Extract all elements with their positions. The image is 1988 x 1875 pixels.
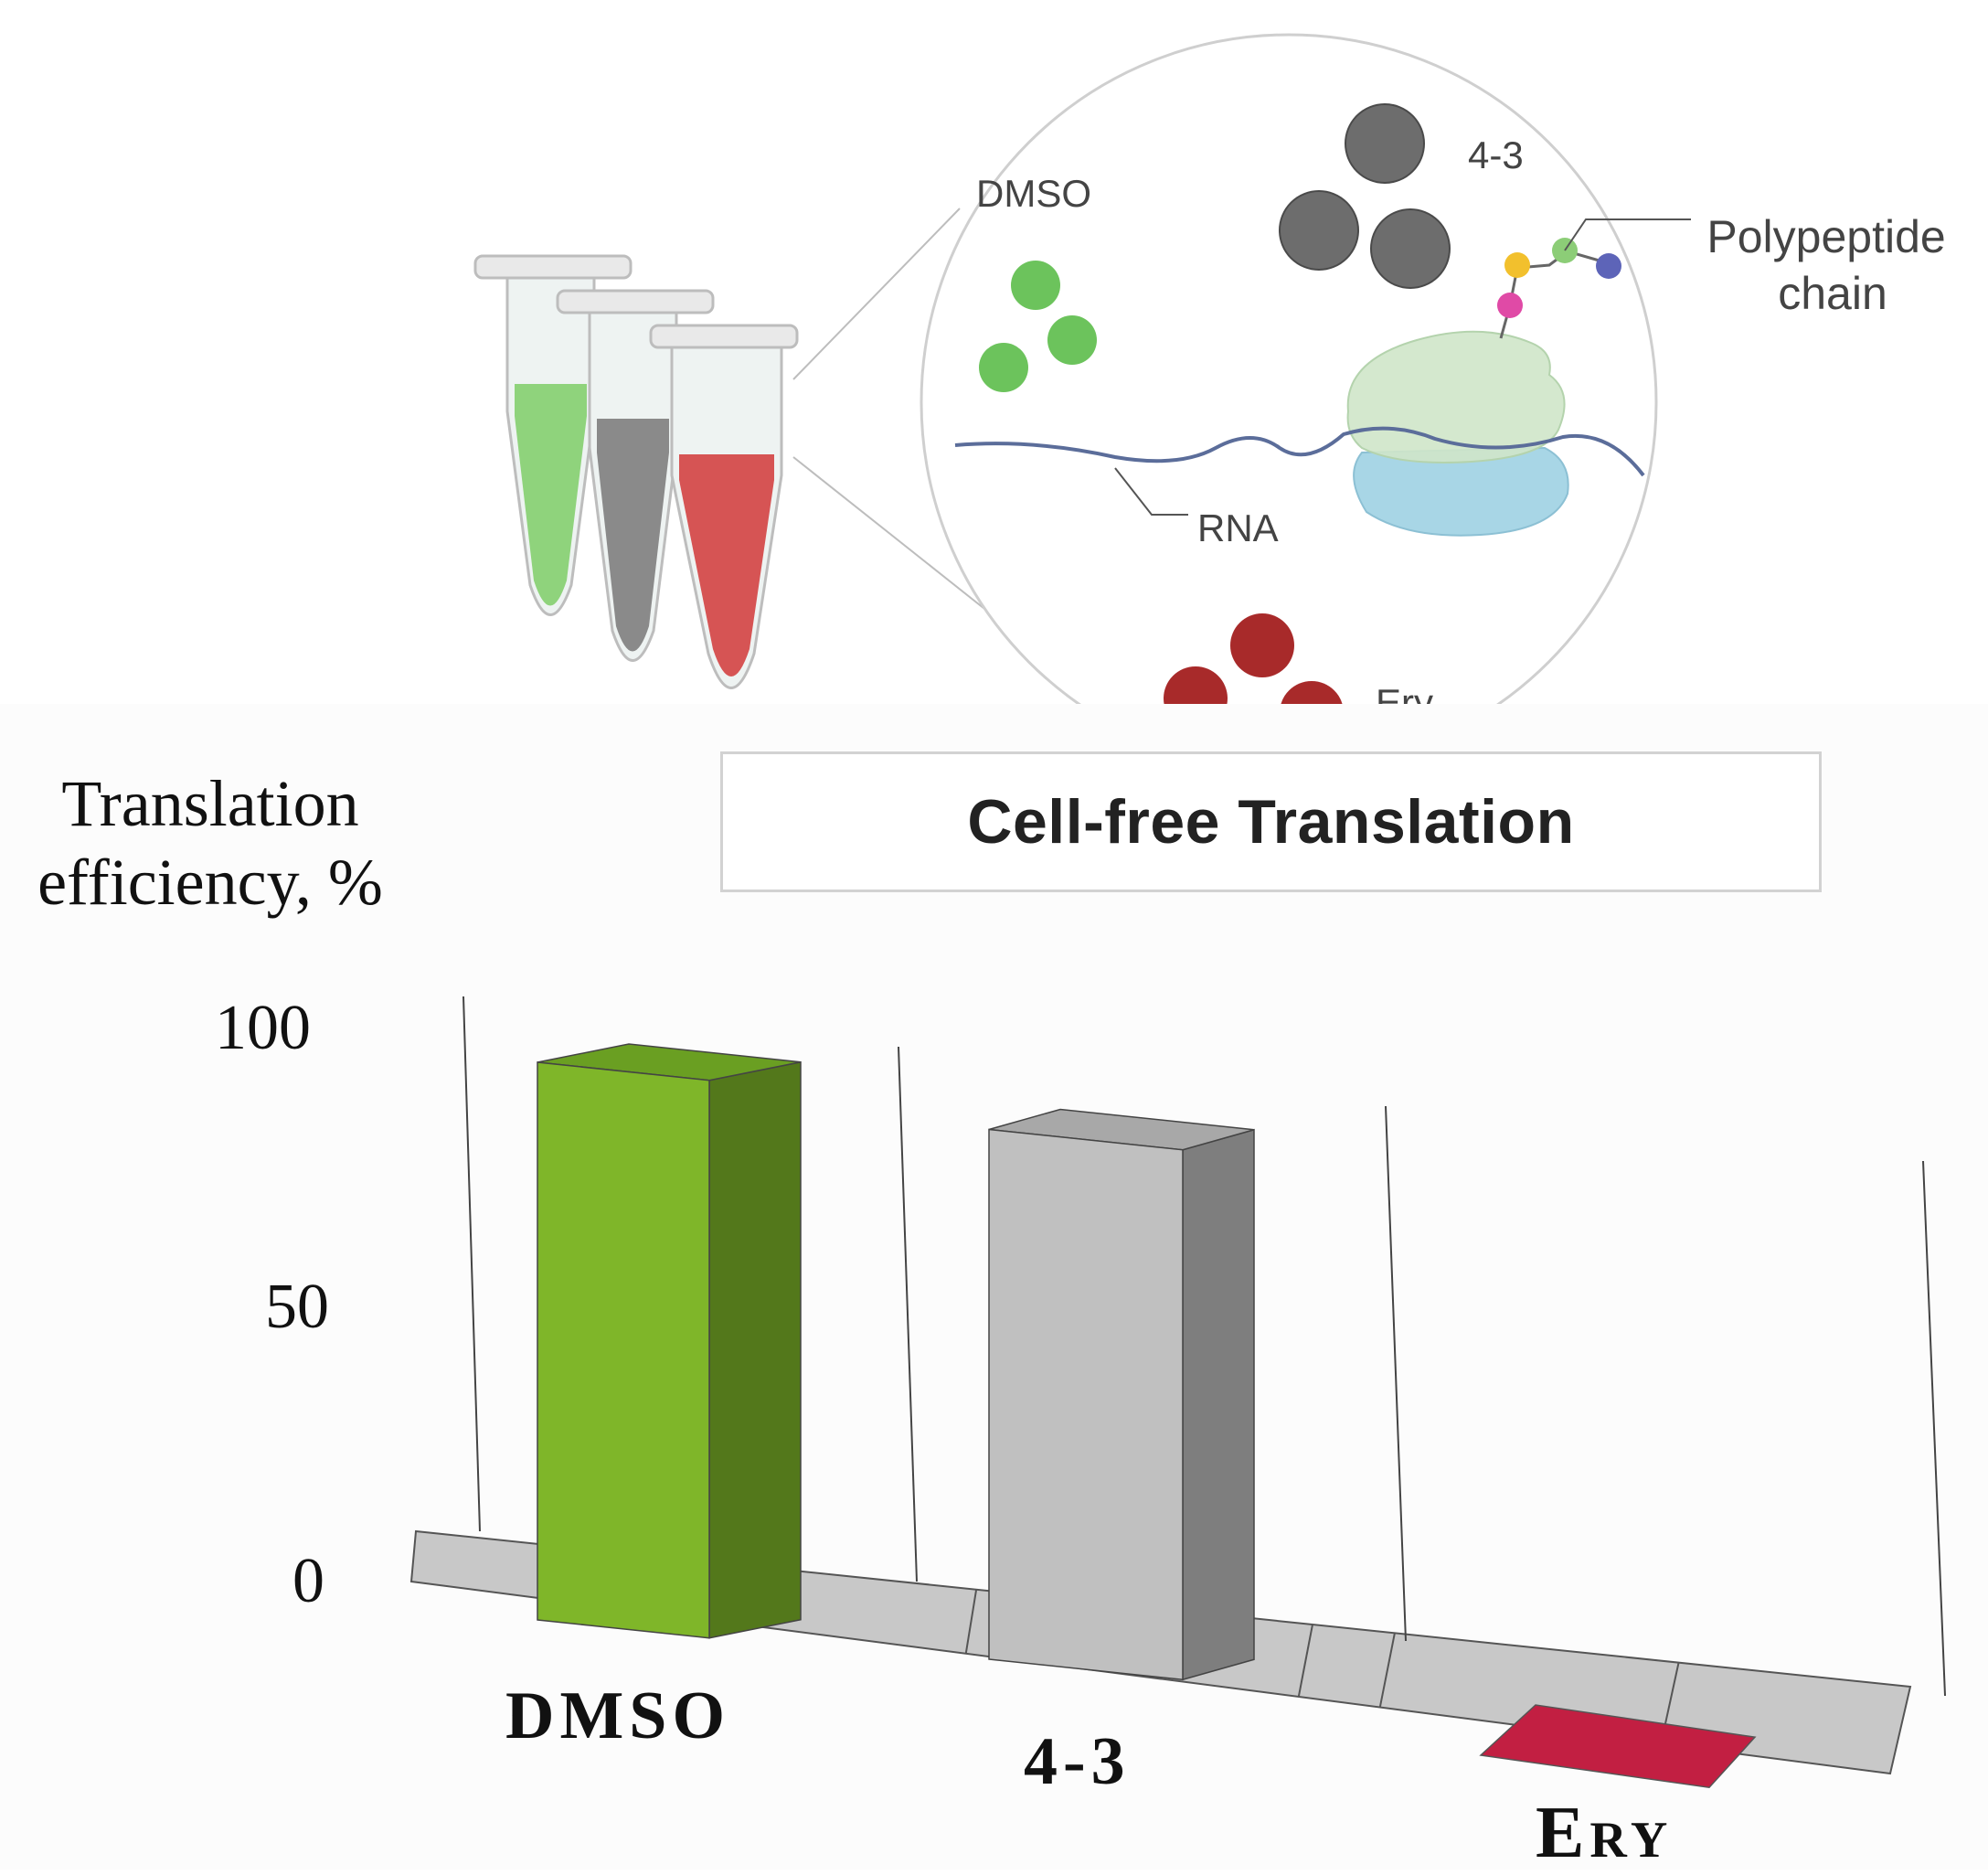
ribosome-small-subunit: [1353, 446, 1569, 537]
category-label-dmso: DMSO: [505, 1678, 730, 1753]
ylabel-background: [0, 704, 457, 932]
bar-side-4-3: [1182, 1128, 1255, 1681]
category-label-compound: 4-3: [1024, 1724, 1131, 1799]
back-grid-line: [462, 996, 481, 1532]
compound-molecules: [1279, 103, 1451, 289]
tube-green: [473, 254, 633, 616]
tube-gray: [556, 289, 715, 662]
bar-4-3: [988, 1128, 1184, 1681]
figure-title: Cell-free Translation: [967, 787, 1575, 857]
label-polypeptide: Polypeptide chain: [1706, 211, 1958, 319]
floor-divider: [1297, 1624, 1313, 1698]
bar-side-dmso: [708, 1060, 802, 1639]
back-grid-line: [1922, 1160, 1946, 1697]
tube-liquid-red: [679, 454, 774, 676]
tube-red: [649, 324, 799, 689]
tube-liquid-green: [515, 384, 587, 606]
label-compound: 4-3: [1468, 133, 1524, 176]
tube-liquid-gray: [597, 419, 669, 652]
label-dmso: DMSO: [976, 172, 1091, 215]
title-box: Cell-free Translation: [720, 751, 1822, 892]
back-grid-line: [1385, 1105, 1407, 1642]
back-grid-line: [898, 1046, 918, 1582]
amino-acid-yellow: [1504, 252, 1530, 278]
y-tick-0: 0: [292, 1546, 324, 1616]
bar-dmso: [537, 1061, 710, 1639]
amino-acid-blue: [1596, 253, 1621, 279]
floor-divider: [964, 1589, 978, 1654]
y-tick-100: 100: [215, 993, 311, 1063]
y-tick-50: 50: [265, 1272, 329, 1342]
category-label-ery: Ery: [1536, 1793, 1674, 1873]
y-axis-label: Translation efficiency, %: [37, 767, 383, 919]
amino-acid-pink: [1497, 293, 1523, 318]
dmso-molecules: [979, 261, 1097, 392]
bar-ery: [1479, 1704, 1757, 1788]
label-rna: RNA: [1197, 506, 1279, 549]
rna-strand: [954, 426, 1645, 477]
floor-divider: [1378, 1633, 1396, 1708]
